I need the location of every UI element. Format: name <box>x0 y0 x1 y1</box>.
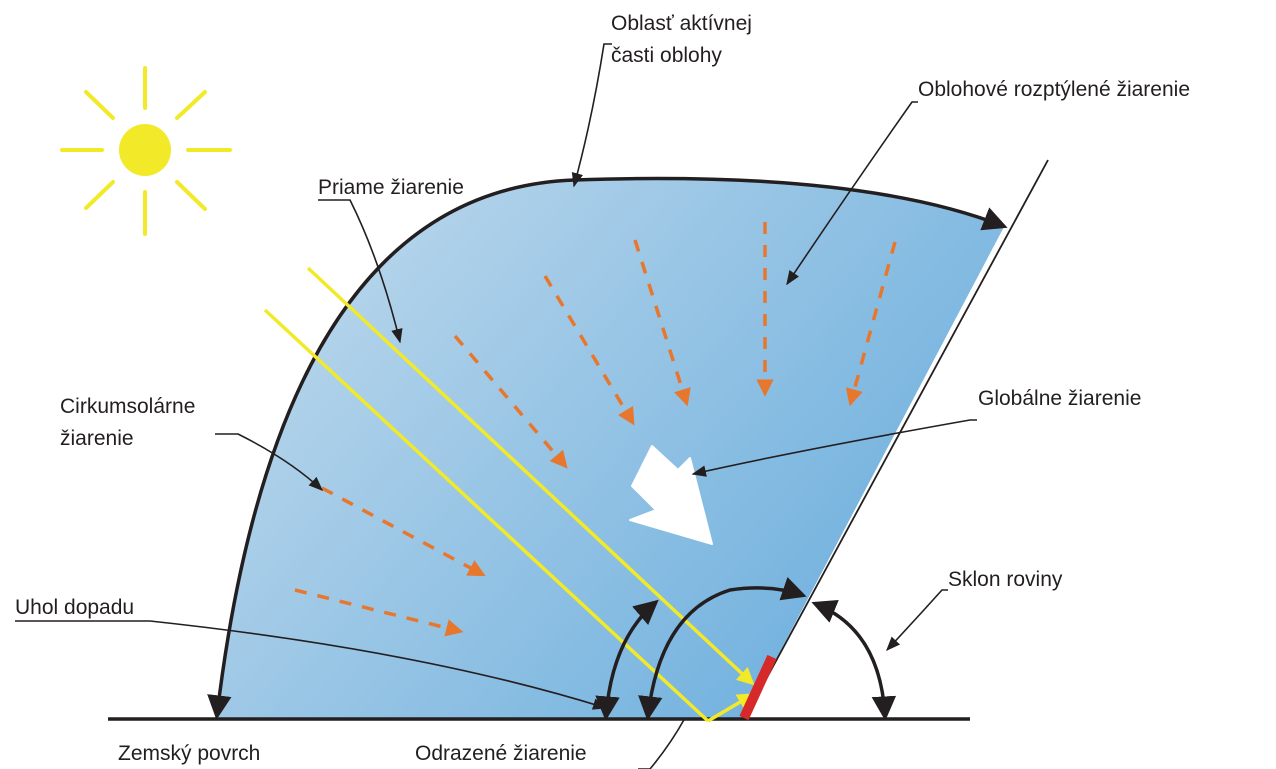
sun-icon <box>60 66 232 236</box>
global-radiation-arrow-icon <box>629 445 713 545</box>
label-leader-lines <box>15 43 977 769</box>
tilt-label: Sklon roviny <box>948 568 1063 591</box>
ground-label: Zemský povrch <box>118 742 260 765</box>
circumsolar-label-line2: žiarenie <box>60 427 134 450</box>
active-sky-label-line2: časti oblohy <box>611 44 722 67</box>
active-sky-label-line1: Oblasť aktívnej <box>611 12 752 35</box>
tilt-angle-arc <box>811 600 897 721</box>
reflected-radiation-label: Odrazené žiarenie <box>415 742 587 765</box>
incidence-angle-label: Uhol dopadu <box>15 596 134 619</box>
global-radiation-label: Globálne žiarenie <box>978 387 1141 410</box>
sky-diffuse-label: Oblohové rozptýlené žiarenie <box>918 78 1190 101</box>
active-sky-region <box>217 178 1005 718</box>
direct-radiation-label: Priame žiarenie <box>318 176 464 199</box>
circumsolar-label-line1: Cirkumsolárne <box>60 395 195 418</box>
incidence-angle-arcs <box>595 577 807 721</box>
diffuse-radiation-arrows <box>294 222 897 637</box>
sky-boundary-arc <box>207 176 1008 720</box>
